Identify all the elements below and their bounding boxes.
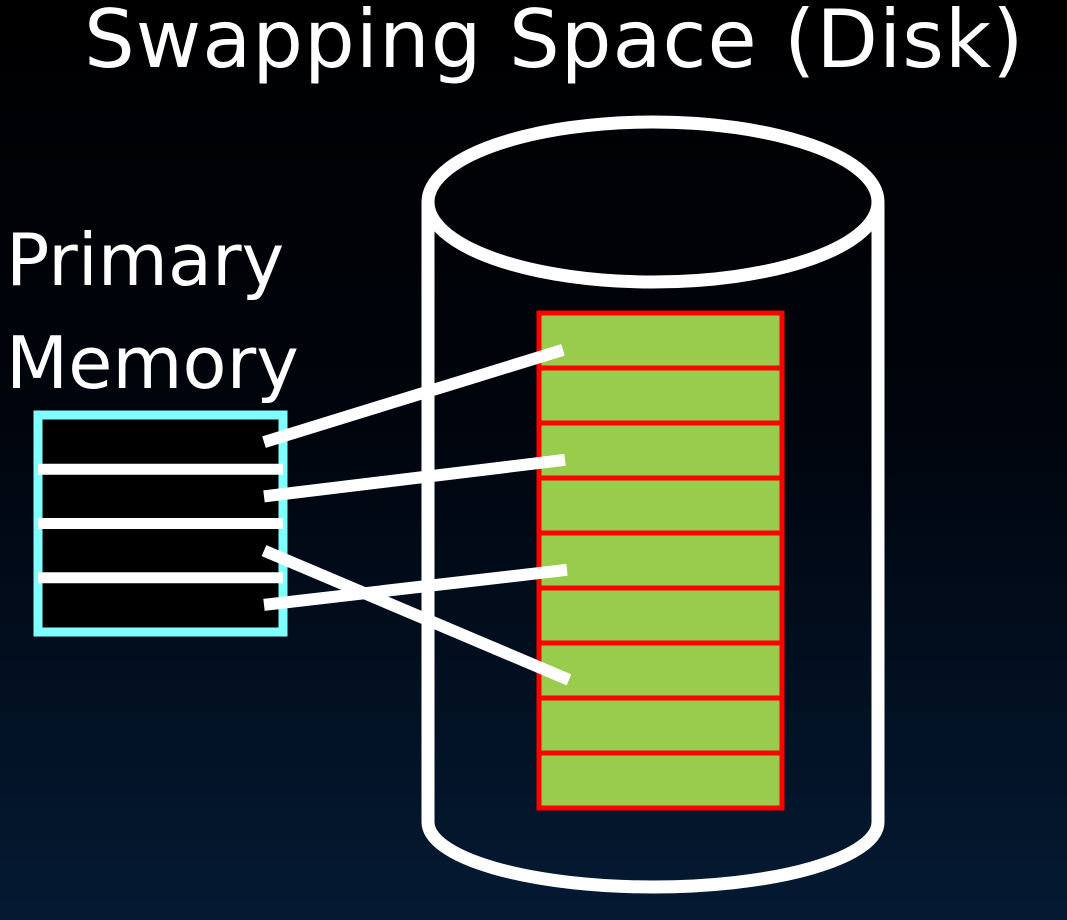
mapping-line-4 <box>263 563 568 611</box>
swap-slot-9 <box>536 750 785 811</box>
swap-slot-1 <box>536 310 785 371</box>
mapping-lines <box>261 344 572 686</box>
mapping-line-1 <box>262 344 565 448</box>
swap-slot-2 <box>536 365 785 426</box>
swap-slot-6 <box>536 585 785 646</box>
swap-slot-7 <box>536 640 785 701</box>
disk-cylinder <box>421 115 885 894</box>
primary-memory-label-line2: Memory <box>6 321 299 405</box>
swap-slot-column <box>536 310 785 811</box>
mapping-line-3 <box>261 545 572 686</box>
swap-slot-3 <box>536 420 785 481</box>
disk-body-outline <box>421 202 885 894</box>
swap-slot-4 <box>536 475 785 536</box>
disk-top-ellipse <box>421 115 885 289</box>
swap-slot-5 <box>536 530 785 591</box>
mapping-line-2 <box>263 453 566 503</box>
primary-memory-box <box>33 410 288 637</box>
primary-memory-label-line1: Primary <box>6 218 285 302</box>
swap-slot-8 <box>536 695 785 756</box>
primary-memory-dividers <box>38 463 283 584</box>
slide-title: Swapping Space (Disk) <box>84 0 1025 86</box>
